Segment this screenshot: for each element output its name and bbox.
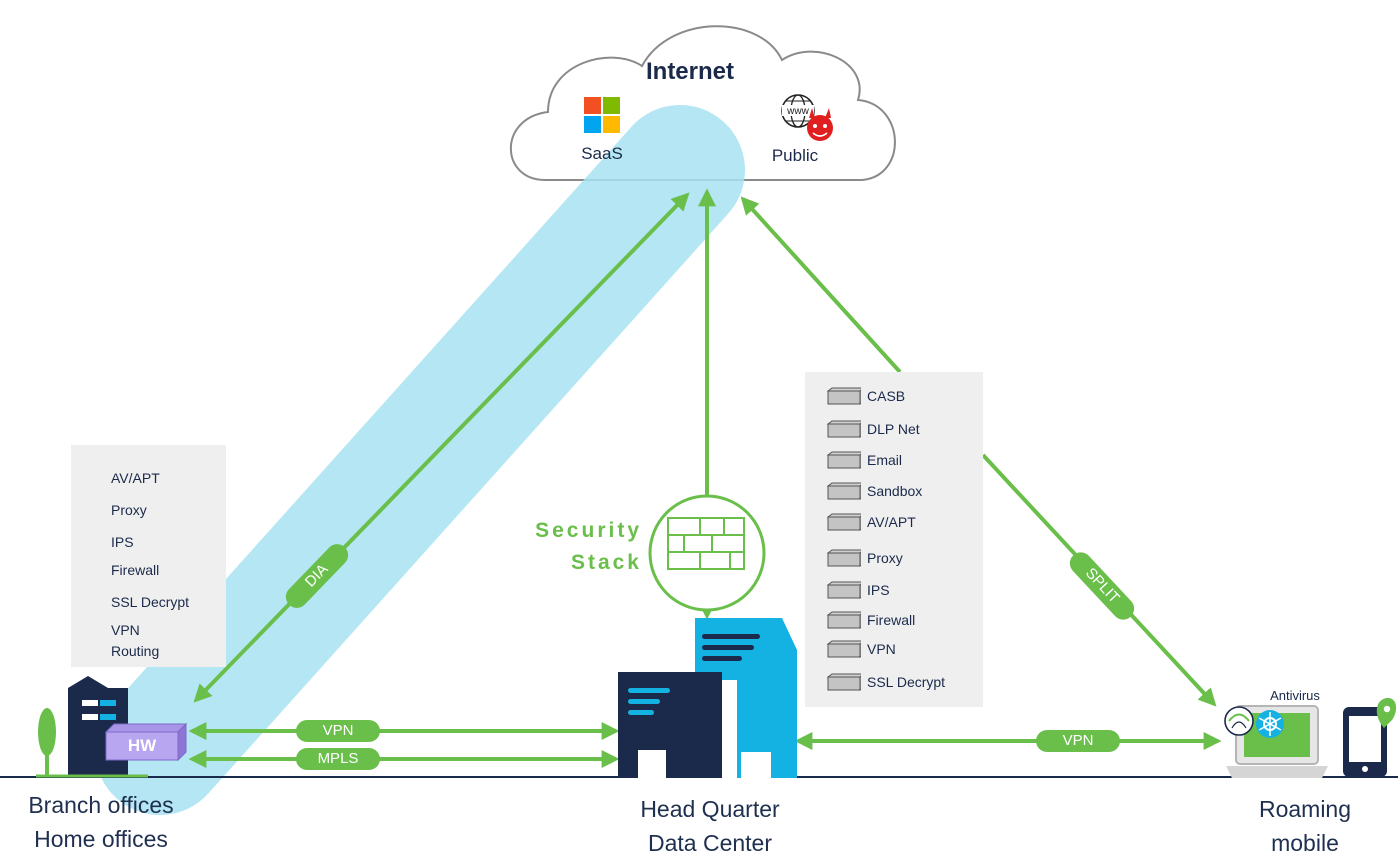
public-label: Public — [771, 146, 819, 165]
globe-with-devil-icon: www — [781, 94, 833, 141]
stack-item: Proxy — [827, 547, 903, 569]
security-stack-label: Security Stack — [522, 515, 642, 579]
branch-function-item: Routing — [111, 643, 160, 659]
stack-item-label: AV/APT — [867, 514, 916, 530]
appliance-box-icon — [827, 387, 861, 405]
stack-item-label: Sandbox — [867, 483, 923, 499]
hq-caption-line1: Head Quarter — [640, 796, 780, 822]
stack-item-label: Email — [867, 452, 903, 468]
hq-datacenter-icon — [618, 618, 797, 778]
tree-icon — [36, 708, 148, 778]
windows-logo-icon — [584, 97, 620, 133]
stack-item: VPN — [827, 638, 896, 660]
branch-function-item: Proxy — [111, 502, 147, 518]
hw-label: HW — [127, 736, 157, 755]
stack-item-label: VPN — [867, 641, 896, 657]
antivirus-icon — [1224, 706, 1284, 738]
saas-label: SaaS — [581, 144, 623, 163]
stack-item-label: CASB — [867, 388, 906, 404]
stack-item-label: Firewall — [867, 612, 916, 628]
appliance-box-icon — [827, 420, 861, 438]
appliance-box-icon — [827, 611, 861, 629]
stack-item: IPS — [827, 579, 890, 601]
appliance-box-icon — [827, 451, 861, 469]
antivirus-label: Antivirus — [1270, 688, 1320, 703]
appliance-box-icon — [827, 513, 861, 531]
branch-mpls-pill: MPLS — [296, 748, 380, 770]
roaming-caption: Roaming mobile — [1240, 792, 1370, 860]
appliance-box-icon — [827, 640, 861, 658]
branch-functions-panel: AV/APT Proxy IPS Firewall SSL Decrypt VP… — [71, 445, 226, 667]
appliance-box-icon — [827, 549, 861, 567]
dia-arrow — [193, 192, 690, 703]
branch-function-item: VPN — [111, 622, 140, 638]
hw-appliance-icon — [104, 722, 188, 762]
branch-function-item: AV/APT — [111, 470, 160, 486]
stack-item: Sandbox — [827, 480, 922, 502]
hq-caption: Head Quarter Data Center — [595, 792, 825, 860]
svg-text:www: www — [786, 106, 809, 117]
branch-vpn-pill: VPN — [296, 720, 380, 742]
stack-item: AV/APT — [827, 511, 916, 533]
roaming-vpn-pill: VPN — [1036, 730, 1120, 752]
branch-function-item: SSL Decrypt — [111, 594, 190, 610]
security-stack-line1: Security — [535, 519, 642, 542]
roaming-caption-line2: mobile — [1271, 830, 1339, 856]
internet-title: Internet — [645, 58, 734, 85]
hq-caption-line2: Data Center — [647, 830, 772, 856]
stack-item: Firewall — [827, 609, 915, 631]
branch-function-item: IPS — [111, 534, 134, 550]
internet-cloud — [510, 25, 896, 181]
mobile-phone-icon — [1343, 698, 1397, 777]
stack-item-label: Proxy — [867, 550, 903, 566]
security-stack-line2: Stack — [570, 551, 642, 574]
appliance-box-icon — [827, 482, 861, 500]
stack-item-label: IPS — [867, 582, 890, 598]
roaming-caption-line1: Roaming — [1258, 796, 1352, 822]
appliance-box-icon — [827, 581, 861, 599]
stack-item: Email — [827, 449, 902, 471]
branch-caption: Branch offices Home offices — [0, 788, 202, 856]
appliance-box-icon — [827, 673, 861, 691]
stack-item: DLP Net — [827, 418, 920, 440]
dia-highlight-band — [95, 105, 745, 815]
branch-function-item: Firewall — [111, 562, 160, 578]
branch-caption-line2: Home offices — [34, 826, 168, 852]
hq-stack-panel: CASB DLP Net Email Sandbox AV/APT Proxy … — [805, 372, 983, 707]
stack-item-label: DLP Net — [867, 421, 920, 437]
stack-item: CASB — [827, 385, 905, 407]
stack-item-label: SSL Decrypt — [867, 674, 946, 690]
firewall-circle-icon — [648, 494, 766, 612]
stack-item: SSL Decrypt — [827, 671, 945, 693]
branch-caption-line1: Branch offices — [28, 792, 174, 818]
split-arrow-upper — [740, 196, 902, 374]
